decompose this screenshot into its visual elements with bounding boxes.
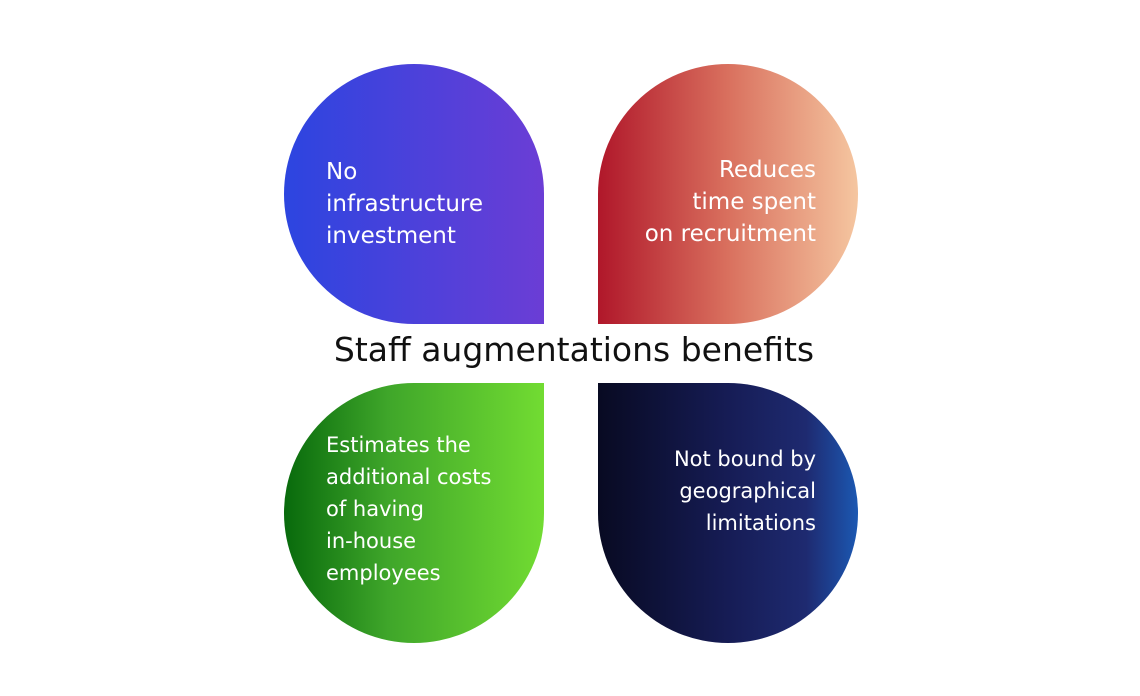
benefit-reduces-recruitment-time: Reduces time spent on recruitment <box>598 64 858 324</box>
benefit-text: Not bound by geographical limitations <box>673 447 816 535</box>
benefit-no-geographical-limits: Not bound by geographical limitations <box>598 383 858 643</box>
benefit-additional-costs: Estimates the additional costs of having… <box>284 383 544 643</box>
benefit-text: Estimates the additional costs of having… <box>326 433 492 585</box>
benefit-text: No infrastructure investment <box>326 159 483 249</box>
diagram-title: Staff augmentations benefits <box>333 330 815 369</box>
benefit-no-infrastructure: No infrastructure investment <box>284 64 544 324</box>
benefit-text: Reduces time spent on recruitment <box>644 157 816 247</box>
